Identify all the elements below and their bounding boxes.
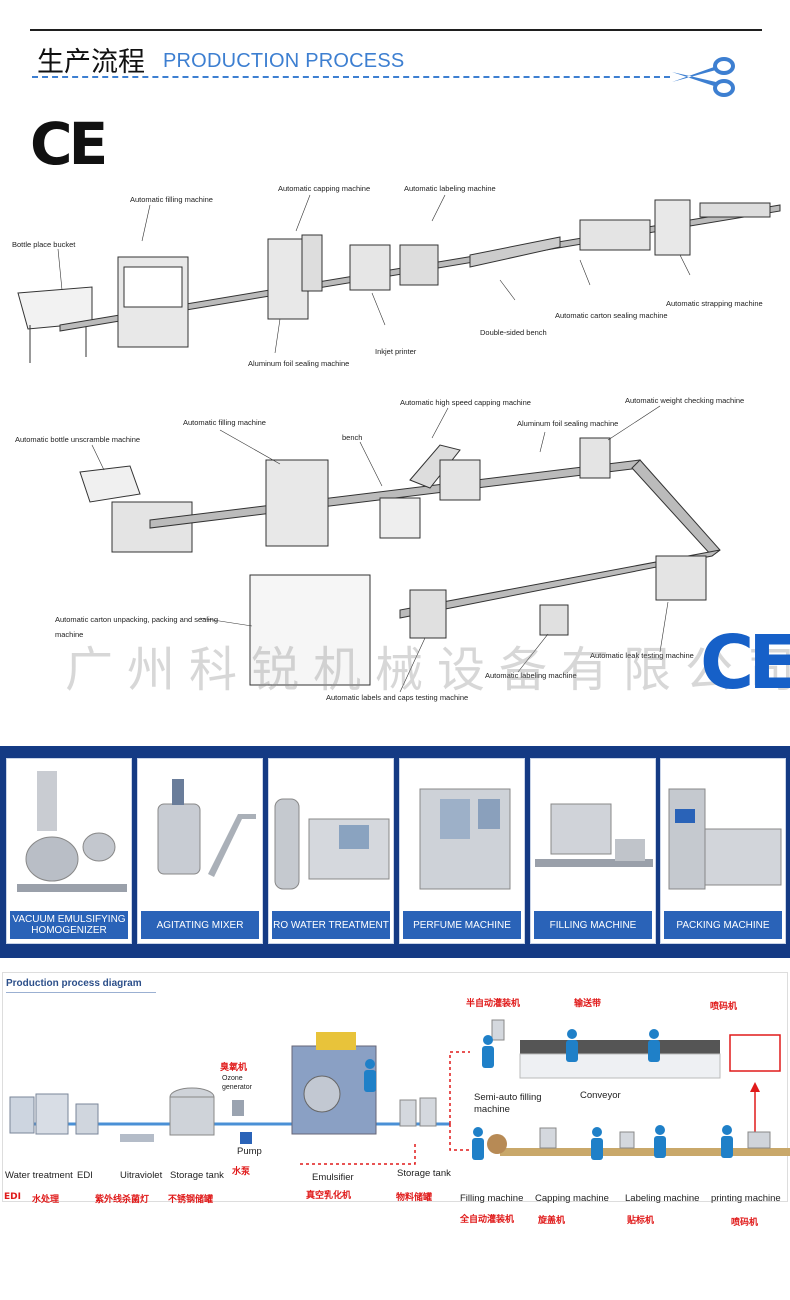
label-ozone: Ozone generator [222, 1075, 252, 1091]
top-rule [30, 29, 762, 31]
label-strapping: Automatic strapping machine [666, 299, 763, 308]
label-bench: bench [342, 433, 363, 442]
label-storage-tank-1: Storage tank [170, 1170, 224, 1181]
label-cn-semi: 半自动灌装机 [466, 999, 521, 1009]
process-flow-drawing [9, 1019, 790, 1165]
production-line-2-drawing [79, 405, 721, 693]
label-cn-uv: 紫外线杀菌灯 [95, 1195, 150, 1205]
product-label: RO WATER TREATMENT [272, 911, 390, 939]
label-cn-printer: 喷码机 [710, 1002, 738, 1012]
process-diagram-frame [2, 972, 788, 1202]
label-semi-auto: Semi-auto filling machine [474, 1092, 542, 1115]
label-cn-conveyor: 输送带 [574, 999, 602, 1009]
filling-machine-illustration [535, 803, 653, 867]
label-bottle-unscramble: Automatic bottle unscramble machine [15, 435, 141, 444]
page-title-chinese: 生产流程 [37, 47, 145, 78]
label-labels-caps-testing: Automatic labels and caps testing machin… [326, 693, 469, 702]
label-labeling-2: Automatic labeling machine [485, 671, 577, 680]
product-card[interactable]: FILLING MACHINE [530, 758, 656, 944]
label-emulsifier: Emulsifier [312, 1172, 354, 1183]
label-storage-tank-2: Storage tank [397, 1168, 451, 1179]
label-cn-printing: 喷码机 [731, 1218, 759, 1228]
label-cn-filling: 全自动灌装机 [460, 1215, 515, 1225]
label-automatic-labeling: Automatic labeling machine [404, 184, 496, 193]
emulsifier-illustration [17, 771, 127, 892]
label-water-treatment: Water treatment [5, 1170, 73, 1181]
label-automatic-filling: Automatic filling machine [130, 195, 213, 204]
dashed-divider [32, 76, 670, 78]
label-leak-testing: Automatic leak testing machine [590, 651, 694, 660]
label-automatic-capping: Automatic capping machine [278, 184, 371, 193]
label-cn-pump: 水泵 [232, 1167, 251, 1177]
ro-water-illustration [274, 798, 390, 890]
ce-mark-logo-blue: CE [700, 620, 790, 706]
product-card[interactable]: RO WATER TREATMENT [268, 758, 394, 944]
label-cn-emulsifier: 真空乳化机 [306, 1191, 352, 1201]
product-card[interactable]: AGITATING MIXER [137, 758, 263, 944]
label-inkjet: Inkjet printer [375, 347, 417, 356]
product-strip: VACUUM EMULSIFYING HOMOGENIZER AGITATING… [0, 746, 790, 958]
company-watermark: 广州科锐机械设备有限公司 [65, 642, 790, 698]
label-capping-machine: Capping machine [535, 1193, 609, 1204]
perfume-machine-illustration [419, 788, 511, 890]
product-card[interactable]: PACKING MACHINE [660, 758, 786, 944]
page-title-english: PRODUCTION PROCESS [163, 50, 405, 72]
label-carton-unpacking: Automatic carton unpacking, packing and … [55, 615, 219, 624]
label-printing-machine: printing machine [711, 1193, 781, 1204]
label-cn-water: 水处理 [32, 1195, 60, 1205]
label-cn-storage1: 不锈钢储罐 [168, 1195, 214, 1205]
product-card[interactable]: VACUUM EMULSIFYING HOMOGENIZER [6, 758, 132, 944]
product-label: VACUUM EMULSIFYING HOMOGENIZER [10, 911, 128, 939]
label-bottle-bucket: Bottle place bucket [12, 240, 76, 249]
label-filling-machine: Filling machine [460, 1193, 524, 1204]
ce-mark-logo: CE [30, 110, 108, 178]
process-diagram-title: Production process diagram [6, 978, 142, 989]
label-carton-unpacking-2: machine [55, 630, 84, 639]
label-edi: EDI [77, 1170, 93, 1181]
process-diagram: Production process diagram [0, 972, 790, 1300]
title-underline [6, 992, 156, 993]
production-line-1-drawing [17, 194, 781, 363]
product-label: AGITATING MIXER [141, 911, 259, 939]
label-high-speed-capping: Automatic high speed capping machine [400, 398, 531, 407]
label-foil-sealing: Aluminum foil sealing machine [248, 359, 350, 368]
product-card[interactable]: PERFUME MACHINE [399, 758, 525, 944]
product-label: FILLING MACHINE [534, 911, 652, 939]
label-double-bench: Double-sided bench [480, 328, 547, 337]
label-automatic-filling-2: Automatic filling machine [183, 418, 266, 427]
label-conveyor: Conveyor [580, 1090, 621, 1101]
label-uv: Uitraviolet [120, 1170, 163, 1181]
mixer-illustration [157, 779, 256, 877]
packing-machine-illustration [668, 788, 782, 890]
label-pump: Pump [237, 1146, 262, 1157]
scissors-icon [672, 57, 735, 97]
label-weight-checking: Automatic weight checking machine [625, 396, 745, 405]
label-cn-edi: EDI [4, 1192, 21, 1202]
label-cn-ozone: 臭氧机 [220, 1063, 248, 1073]
label-foil-sealing-2: Aluminum foil sealing machine [517, 419, 619, 428]
label-carton-sealing: Automatic carton sealing machine [555, 311, 668, 320]
label-labeling-machine: Labeling machine [625, 1193, 700, 1204]
product-label: PERFUME MACHINE [403, 911, 521, 939]
product-label: PACKING MACHINE [664, 911, 782, 939]
label-cn-storage2: 物料储罐 [396, 1193, 433, 1203]
label-cn-labeling: 贴标机 [627, 1216, 655, 1226]
label-cn-capping: 旋盖机 [538, 1216, 566, 1226]
